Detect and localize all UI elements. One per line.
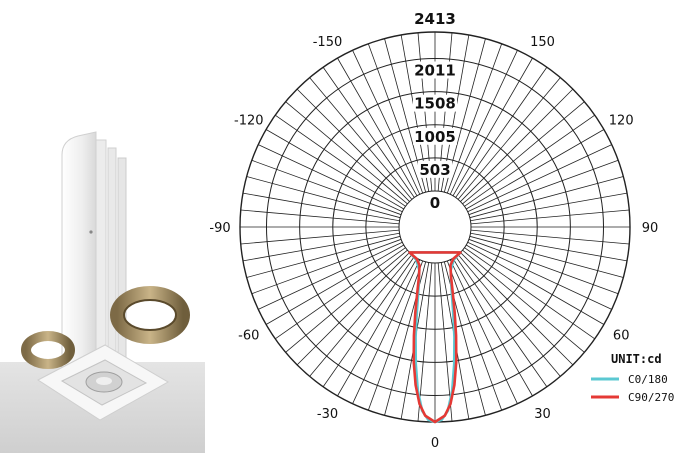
- angle-label: 30: [534, 407, 551, 422]
- ring-label: 1005: [414, 128, 456, 146]
- grid-spoke: [246, 176, 401, 219]
- grid-spoke: [462, 101, 585, 205]
- grid-spoke: [246, 235, 401, 278]
- grid-spoke: [240, 229, 400, 245]
- angle-label: 60: [613, 329, 630, 344]
- angle-label: 0: [431, 436, 439, 451]
- grid-spoke: [240, 209, 400, 225]
- grid-ring: [299, 91, 571, 363]
- ring-label-bg: [413, 127, 457, 145]
- polar-curves: [408, 251, 462, 424]
- grid-spoke: [457, 77, 561, 200]
- polar-grid: [239, 31, 631, 423]
- polar-chart: 0 503 1005 1508 2011 2413 0 30 -30 60 -60 90 -90 120 -…: [209, 10, 674, 451]
- grid-spoke: [337, 57, 418, 197]
- grid-spoke: [465, 129, 605, 210]
- legend: UNIT:cd C0/180 C90/270: [591, 352, 674, 404]
- grid-ring: [265, 57, 605, 397]
- grid-spoke: [467, 241, 612, 310]
- grid-spoke: [452, 257, 533, 397]
- grid-spoke: [467, 144, 612, 213]
- legend-unit: UNIT:cd: [611, 352, 662, 366]
- grid-spoke: [462, 249, 585, 353]
- grid-spoke: [469, 176, 624, 219]
- grid-spoke: [460, 88, 574, 202]
- heatsink-fin: [117, 157, 127, 379]
- grid-spoke: [285, 249, 408, 353]
- angle-label: -120: [234, 114, 264, 129]
- grid-spoke: [449, 259, 518, 404]
- brass-ring-left: [21, 331, 75, 369]
- grid-spoke: [469, 235, 624, 278]
- grid-spoke: [309, 77, 413, 200]
- grid-spoke: [285, 101, 408, 205]
- heatsink-fin: [95, 139, 107, 379]
- grid-spoke: [296, 88, 410, 202]
- legend-label-c0: C0/180: [628, 373, 668, 386]
- grid-spoke: [258, 144, 403, 213]
- ring-label: 2413: [414, 10, 456, 28]
- ring-label-bg: [417, 160, 453, 178]
- grid-spoke: [460, 252, 574, 366]
- ring-label-bg: [413, 61, 457, 79]
- ring-label-bg: [413, 94, 457, 112]
- angle-label: 120: [609, 114, 634, 129]
- grid-ring: [365, 157, 505, 297]
- grid-spoke: [309, 254, 413, 377]
- grid-spoke: [265, 129, 405, 210]
- angle-label: -30: [317, 407, 338, 422]
- grid-ring: [332, 124, 538, 330]
- screw-dot: [89, 230, 93, 234]
- grid-spoke: [457, 254, 561, 377]
- grid-spoke: [470, 229, 630, 245]
- heatsink-fin: [107, 147, 117, 379]
- ring-label: 1508: [414, 95, 456, 113]
- grid-spoke: [470, 209, 630, 225]
- brass-ring-right: [110, 286, 190, 344]
- grid-spoke: [296, 252, 410, 366]
- grid-spoke: [465, 244, 605, 325]
- grid-spoke: [337, 257, 418, 397]
- series-curve-1: [408, 251, 462, 424]
- grid-spoke: [452, 57, 533, 197]
- angle-label: -150: [313, 35, 343, 50]
- grid-ring: [398, 190, 472, 264]
- angle-label: 90: [642, 221, 659, 236]
- ring-label: 2011: [414, 61, 456, 79]
- ring-label: 503: [419, 161, 450, 179]
- ring-label: 0: [430, 194, 440, 212]
- grid-spoke: [352, 50, 421, 195]
- legend-label-c90: C90/270: [628, 391, 674, 404]
- angle-label: 150: [530, 35, 555, 50]
- grid-spoke: [265, 244, 405, 325]
- grid-spoke: [258, 241, 403, 310]
- ring-label-bg: [427, 194, 443, 211]
- angle-label: -60: [238, 329, 259, 344]
- product-image: [0, 131, 205, 453]
- heatsink-body: [61, 131, 97, 379]
- angle-label: -90: [209, 221, 230, 236]
- grid-spoke: [352, 259, 421, 404]
- polar-labels: 0 503 1005 1508 2011 2413 0 30 -30 60 -60 90 -90 120 -…: [209, 10, 658, 451]
- grid-spoke: [449, 50, 518, 195]
